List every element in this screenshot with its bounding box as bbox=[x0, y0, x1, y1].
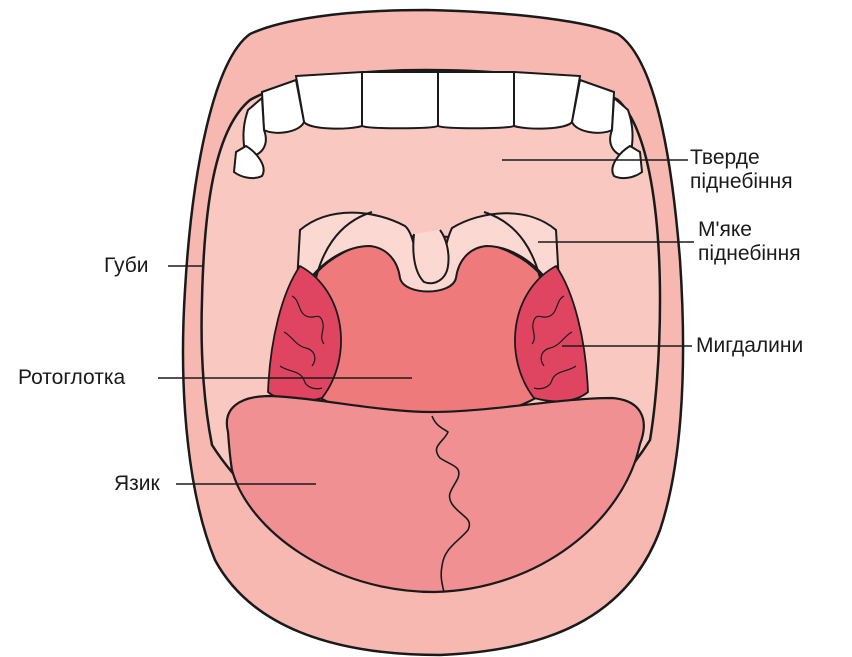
tongue-label-text: Язик bbox=[114, 472, 160, 496]
tongue-label: Язик bbox=[114, 472, 160, 496]
tonsils-label: Мигдалини bbox=[696, 334, 803, 358]
oropharynx-label: Ротоглотка bbox=[18, 366, 125, 390]
tooth bbox=[296, 72, 362, 129]
tooth bbox=[514, 72, 580, 129]
hard-palate-label: Тверде піднебіння bbox=[690, 146, 793, 194]
oropharynx-label-text: Ротоглотка bbox=[18, 366, 125, 390]
uvula bbox=[413, 230, 448, 283]
tooth bbox=[438, 72, 514, 128]
lips-label-text: Губи bbox=[104, 254, 148, 278]
soft-palate-label-line2: піднебіння bbox=[698, 242, 801, 266]
tonsils-label-text: Мигдалини bbox=[696, 334, 803, 358]
lips-label: Губи bbox=[104, 254, 148, 278]
hard-palate-label-line1: Тверде bbox=[690, 146, 793, 170]
hard-palate-label-line2: піднебіння bbox=[690, 170, 793, 194]
tooth bbox=[362, 72, 438, 128]
soft-palate-label: М'яке піднебіння bbox=[698, 218, 801, 266]
soft-palate-label-line1: М'яке bbox=[698, 218, 801, 242]
